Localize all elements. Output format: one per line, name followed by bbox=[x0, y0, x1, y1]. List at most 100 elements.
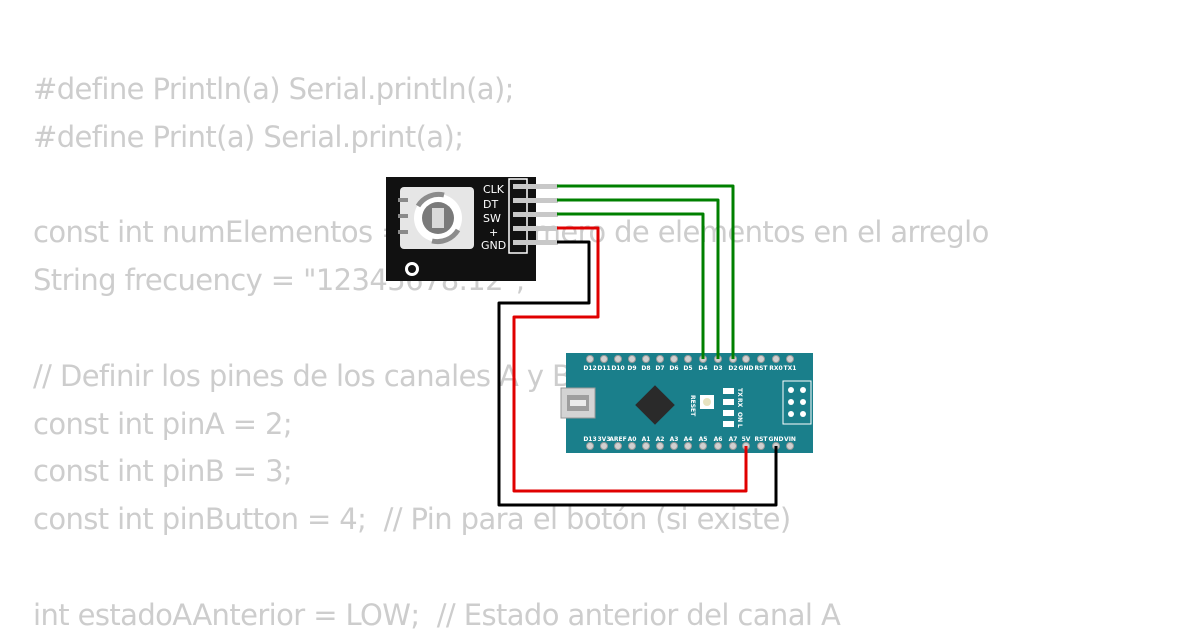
nano-pin-hole[interactable] bbox=[684, 442, 692, 450]
encoder-leg bbox=[398, 230, 408, 234]
nano-pin-label: D6 bbox=[669, 365, 678, 372]
nano-pin-label: AREF bbox=[609, 436, 626, 443]
nano-pin-hole[interactable] bbox=[600, 442, 608, 450]
nano-pin-hole[interactable] bbox=[642, 442, 650, 450]
nano-pin-hole[interactable] bbox=[586, 355, 594, 363]
wire-vcc-5v[interactable] bbox=[512, 226, 748, 493]
led-label-on: ON bbox=[736, 412, 743, 422]
nano-pin-hole[interactable] bbox=[670, 355, 678, 363]
usb-port-inner bbox=[570, 400, 586, 406]
nano-pin-hole[interactable] bbox=[684, 355, 692, 363]
icsp-header bbox=[782, 380, 812, 425]
nano-pin-hole[interactable] bbox=[729, 442, 737, 450]
nano-pcb bbox=[566, 353, 813, 453]
nano-pin-label: GND bbox=[739, 365, 754, 372]
reset-button-cap[interactable] bbox=[703, 398, 711, 406]
nano-pin-label: D12 bbox=[583, 365, 596, 372]
nano-pin-hole[interactable] bbox=[757, 355, 765, 363]
nano-pin-hole[interactable] bbox=[714, 442, 722, 450]
led-label-l: L bbox=[736, 424, 743, 428]
nano-pin-hole[interactable] bbox=[586, 442, 594, 450]
nano-pin-label: D11 bbox=[597, 365, 610, 372]
nano-pin-hole[interactable] bbox=[742, 355, 750, 363]
encoder-pin-label-vcc: + bbox=[489, 226, 498, 239]
code-line: const int pinB = 3; bbox=[33, 454, 293, 489]
nano-pin-label: GND bbox=[769, 436, 784, 443]
wire-gnd-gnd[interactable] bbox=[497, 240, 778, 507]
code-background: #define Println(a) Serial.println(a); #de… bbox=[33, 66, 989, 640]
nano-pin-label: D10 bbox=[611, 365, 624, 372]
encoder-shaft-flat bbox=[432, 208, 444, 228]
nano-top-pin-row bbox=[586, 355, 794, 363]
rotary-encoder[interactable]: CLK DT SW + GND bbox=[386, 177, 558, 281]
nano-pin-hole[interactable] bbox=[656, 355, 664, 363]
nano-pin-label: A1 bbox=[642, 436, 651, 443]
nano-pin-hole[interactable] bbox=[670, 442, 678, 450]
nano-pin-label: RST bbox=[754, 436, 768, 443]
nano-pin-label: D8 bbox=[641, 365, 650, 372]
code-line: const int pinButton = 4; // Pin para el … bbox=[33, 502, 791, 537]
encoder-pin-label-sw: SW bbox=[483, 212, 501, 225]
nano-pin-label: A6 bbox=[714, 436, 723, 443]
nano-pin-hole[interactable] bbox=[699, 442, 707, 450]
reset-label: RESET bbox=[689, 395, 696, 417]
led-label-rx: RX bbox=[736, 398, 743, 408]
nano-pin-label: D4 bbox=[698, 365, 707, 372]
nano-pin-hole[interactable] bbox=[600, 355, 608, 363]
nano-pin-label: TX1 bbox=[784, 365, 797, 372]
nano-pin-label: A3 bbox=[670, 436, 679, 443]
nano-pin-label: 3V3 bbox=[598, 436, 611, 443]
wire-dt-d3[interactable] bbox=[557, 198, 720, 359]
nano-pin-hole[interactable] bbox=[628, 355, 636, 363]
rotate-arrow-icon bbox=[415, 191, 445, 208]
nano-pin-hole[interactable] bbox=[656, 442, 664, 450]
nano-pin-label: RST bbox=[754, 365, 768, 372]
nano-pin-label: A4 bbox=[684, 436, 693, 443]
nano-pin-hole[interactable] bbox=[614, 442, 622, 450]
code-line: #define Print(a) Serial.print(a); bbox=[33, 119, 464, 154]
mount-hole-inner bbox=[408, 265, 416, 273]
nano-pin-hole[interactable] bbox=[642, 355, 650, 363]
nano-pin-label: VIN bbox=[784, 436, 796, 443]
nano-pin-label: A7 bbox=[729, 436, 738, 443]
nano-pin-label: D13 bbox=[583, 436, 596, 443]
encoder-leg bbox=[398, 198, 408, 202]
nano-pin-label: A0 bbox=[628, 436, 637, 443]
encoder-header-pins bbox=[513, 184, 558, 245]
nano-pin-label: RX0 bbox=[769, 365, 782, 372]
wire-clk-d2[interactable] bbox=[557, 184, 735, 359]
nano-pin-hole[interactable] bbox=[628, 442, 636, 450]
icsp-pins bbox=[788, 387, 806, 417]
nano-pin-hole[interactable] bbox=[757, 442, 765, 450]
nano-pin-hole[interactable] bbox=[772, 355, 780, 363]
rotate-arrow-icon bbox=[431, 228, 461, 245]
status-leds bbox=[723, 388, 734, 427]
nano-pin-label: D3 bbox=[713, 365, 722, 372]
nano-bottom-pin-row bbox=[586, 442, 794, 450]
code-line: // Definir los pines de los canales A y … bbox=[33, 358, 572, 393]
nano-pin-label: 5V bbox=[742, 436, 751, 443]
encoder-leg bbox=[398, 214, 408, 218]
nano-pin-label: D5 bbox=[683, 365, 692, 372]
nano-pin-hole[interactable] bbox=[786, 355, 794, 363]
nano-pin-label: A5 bbox=[699, 436, 708, 443]
encoder-pin-label-clk: CLK bbox=[483, 183, 505, 196]
code-line: #define Println(a) Serial.println(a); bbox=[33, 72, 514, 106]
nano-pin-label: D2 bbox=[728, 365, 737, 372]
microcontroller-chip bbox=[635, 385, 675, 425]
wire-sw-d4[interactable] bbox=[557, 212, 705, 359]
led-label-tx: TX bbox=[736, 388, 743, 397]
code-line: int estadoAAnterior = LOW; // Estado ant… bbox=[33, 597, 841, 632]
wires bbox=[497, 184, 778, 507]
encoder-pin-label-gnd: GND bbox=[481, 239, 506, 252]
code-line: const int pinA = 2; bbox=[33, 406, 293, 441]
nano-pin-label: D9 bbox=[627, 365, 636, 372]
nano-pin-label: A2 bbox=[656, 436, 665, 443]
nano-pin-hole[interactable] bbox=[614, 355, 622, 363]
encoder-pin-label-dt: DT bbox=[483, 198, 498, 211]
nano-pin-hole[interactable] bbox=[786, 442, 794, 450]
